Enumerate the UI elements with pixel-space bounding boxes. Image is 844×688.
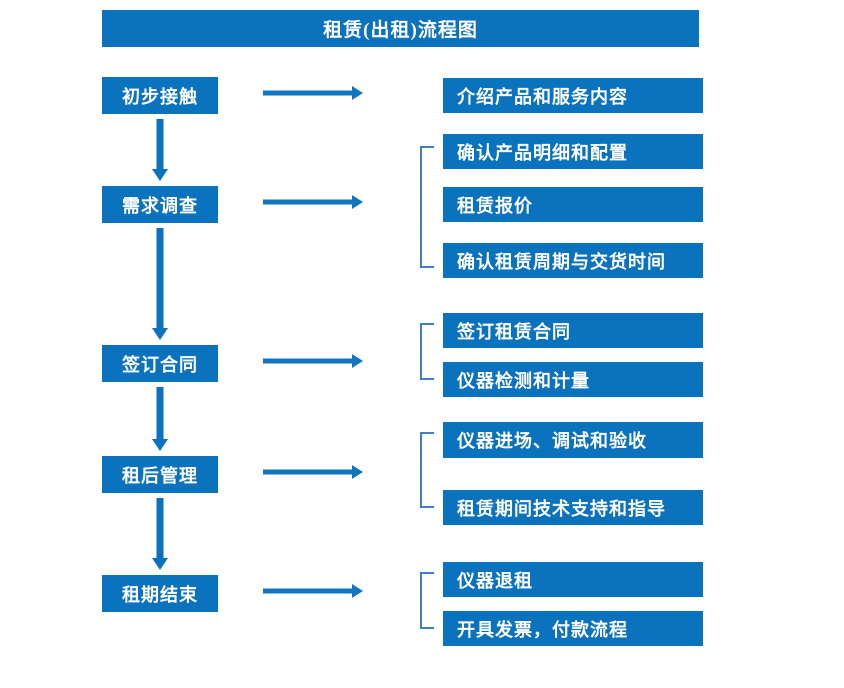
group-bracket-5 bbox=[420, 572, 434, 629]
stage-box-3[interactable]: 签订合同 bbox=[102, 345, 218, 382]
detail-box-2[interactable]: 确认产品明细和配置 bbox=[443, 134, 703, 169]
right-arrow-icon-4 bbox=[263, 465, 363, 479]
stage-box-4[interactable]: 租后管理 bbox=[102, 456, 218, 493]
down-arrow-icon-2 bbox=[152, 228, 168, 340]
detail-box-10[interactable]: 开具发票，付款流程 bbox=[443, 611, 703, 646]
stage-box-1[interactable]: 初步接触 bbox=[102, 77, 218, 114]
right-arrow-icon-5 bbox=[263, 584, 363, 598]
stage-box-2[interactable]: 需求调查 bbox=[102, 186, 218, 223]
stage-box-5[interactable]: 租期结束 bbox=[102, 575, 218, 612]
detail-box-5[interactable]: 签订租赁合同 bbox=[443, 313, 703, 348]
right-arrow-icon-2 bbox=[263, 195, 363, 209]
diagram-title: 租赁(出租)流程图 bbox=[102, 10, 699, 47]
detail-box-9[interactable]: 仪器退租 bbox=[443, 562, 703, 597]
group-bracket-2 bbox=[420, 146, 434, 268]
right-arrow-icon-3 bbox=[263, 354, 363, 368]
group-bracket-4 bbox=[420, 432, 434, 508]
detail-box-1[interactable]: 介绍产品和服务内容 bbox=[443, 78, 703, 113]
down-arrow-icon-3 bbox=[152, 387, 168, 451]
detail-box-8[interactable]: 租赁期间技术支持和指导 bbox=[443, 490, 703, 525]
group-bracket-3 bbox=[420, 323, 434, 380]
detail-box-3[interactable]: 租赁报价 bbox=[443, 187, 703, 222]
detail-box-7[interactable]: 仪器进场、调试和验收 bbox=[443, 422, 703, 458]
detail-box-6[interactable]: 仪器检测和计量 bbox=[443, 362, 703, 397]
down-arrow-icon-4 bbox=[152, 498, 168, 570]
right-arrow-icon-1 bbox=[263, 86, 363, 100]
down-arrow-icon-1 bbox=[152, 119, 168, 181]
detail-box-4[interactable]: 确认租赁周期与交货时间 bbox=[443, 243, 703, 278]
